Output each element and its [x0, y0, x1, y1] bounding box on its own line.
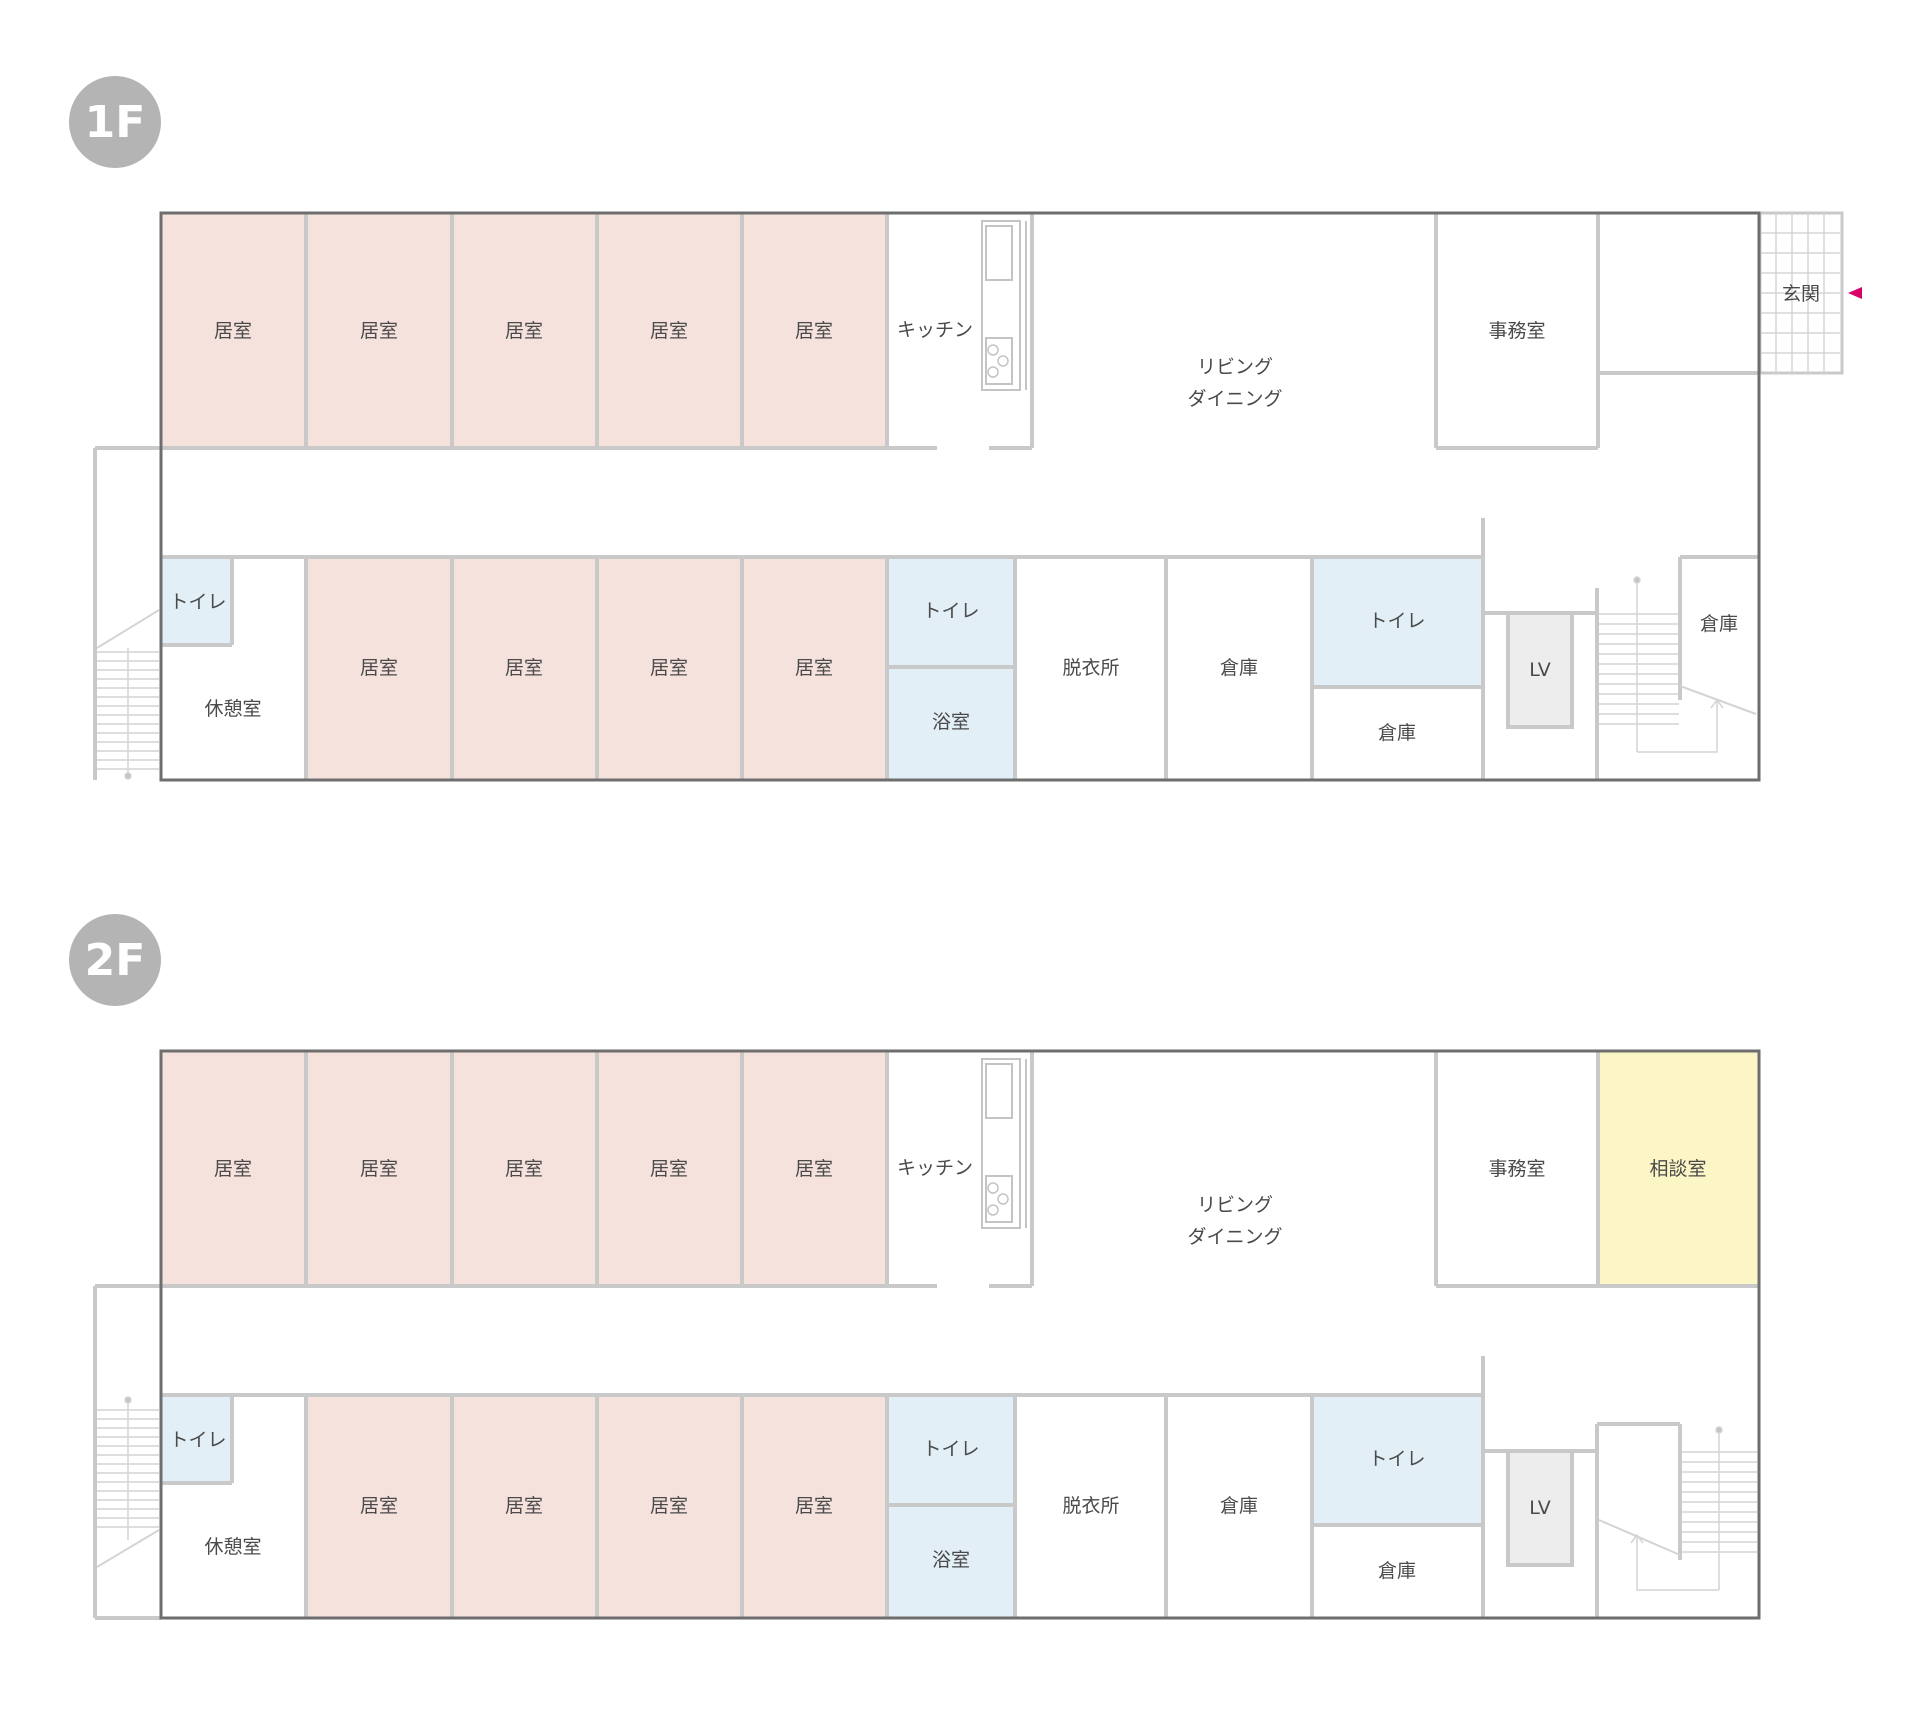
- stairs-left-1f: [96, 609, 160, 780]
- room-storage: 倉庫: [1378, 722, 1416, 744]
- room-kyoshitsu: 居室: [360, 1495, 398, 1517]
- room-kyoshitsu: 居室: [505, 657, 543, 679]
- stairs-right-2f: [1598, 1426, 1757, 1591]
- floor-1f: 1F: [69, 76, 1862, 782]
- room-kyoshitsu: 居室: [505, 1495, 543, 1517]
- room-living-line1: リビング: [1197, 356, 1273, 378]
- room-rest: 休憩室: [204, 1536, 261, 1558]
- room-kyoshitsu: 居室: [360, 1158, 398, 1180]
- room-toilet: トイレ: [922, 600, 979, 622]
- room-kyoshitsu: 居室: [650, 657, 688, 679]
- room-kyoshitsu: 居室: [214, 1158, 252, 1180]
- room-kyoshitsu: 居室: [214, 320, 252, 342]
- room-storage: 倉庫: [1378, 1560, 1416, 1582]
- room-lv: LV: [1529, 659, 1551, 681]
- room-kitchen: キッチン: [897, 319, 973, 341]
- room-lv: LV: [1529, 1497, 1551, 1519]
- room-kyoshitsu: 居室: [795, 1158, 833, 1180]
- room-dressing: 脱衣所: [1062, 657, 1119, 679]
- room-bath: 浴室: [932, 1549, 970, 1571]
- walls-1f: [93, 214, 1760, 780]
- room-storage: 倉庫: [1220, 1495, 1258, 1517]
- outer-wall-1f: [159, 211, 1761, 782]
- room-kitchen: キッチン: [897, 1157, 973, 1179]
- room-kyoshitsu: 居室: [360, 657, 398, 679]
- room-office: 事務室: [1488, 320, 1545, 342]
- floor-2f: 2F: [69, 914, 1761, 1620]
- floor-badge-2f: [69, 914, 161, 1006]
- room-dressing: 脱衣所: [1062, 1495, 1119, 1517]
- room-living-line2: ダイニング: [1187, 388, 1282, 410]
- room-kyoshitsu: 居室: [650, 1495, 688, 1517]
- room-consultation: 相談室: [1649, 1158, 1706, 1180]
- room-kyoshitsu: 居室: [360, 320, 398, 342]
- room-toilet: トイレ: [1368, 610, 1425, 632]
- floor-badge-2f-label: 2F: [85, 935, 146, 986]
- room-living-line1: リビング: [1197, 1194, 1273, 1216]
- room-kyoshitsu: 居室: [650, 1158, 688, 1180]
- room-entrance: 玄関: [1782, 283, 1820, 305]
- walls-2f: [93, 1052, 1758, 1620]
- room-kyoshitsu: 居室: [795, 320, 833, 342]
- room-living-line2: ダイニング: [1187, 1226, 1282, 1248]
- room-kyoshitsu: 居室: [505, 320, 543, 342]
- floor-badge-1f: [69, 76, 161, 168]
- stairs-left-2f: [96, 1396, 160, 1568]
- room-toilet: トイレ: [169, 1429, 226, 1451]
- room-kyoshitsu: 居室: [795, 657, 833, 679]
- room-kyoshitsu: 居室: [795, 1495, 833, 1517]
- room-toilet: トイレ: [1368, 1448, 1425, 1470]
- room-office: 事務室: [1488, 1158, 1545, 1180]
- entrance-arrow-icon: [1848, 287, 1862, 299]
- room-toilet: トイレ: [169, 591, 226, 613]
- room-storage: 倉庫: [1700, 613, 1738, 635]
- stairs-right-1f: [1599, 576, 1757, 753]
- room-rest: 休憩室: [204, 698, 261, 720]
- room-kyoshitsu: 居室: [650, 320, 688, 342]
- room-bath: 浴室: [932, 711, 970, 733]
- room-toilet: トイレ: [922, 1438, 979, 1460]
- floor-badge-1f-label: 1F: [85, 97, 146, 148]
- room-storage: 倉庫: [1220, 657, 1258, 679]
- outer-wall-2f: [159, 1049, 1761, 1620]
- room-kyoshitsu: 居室: [505, 1158, 543, 1180]
